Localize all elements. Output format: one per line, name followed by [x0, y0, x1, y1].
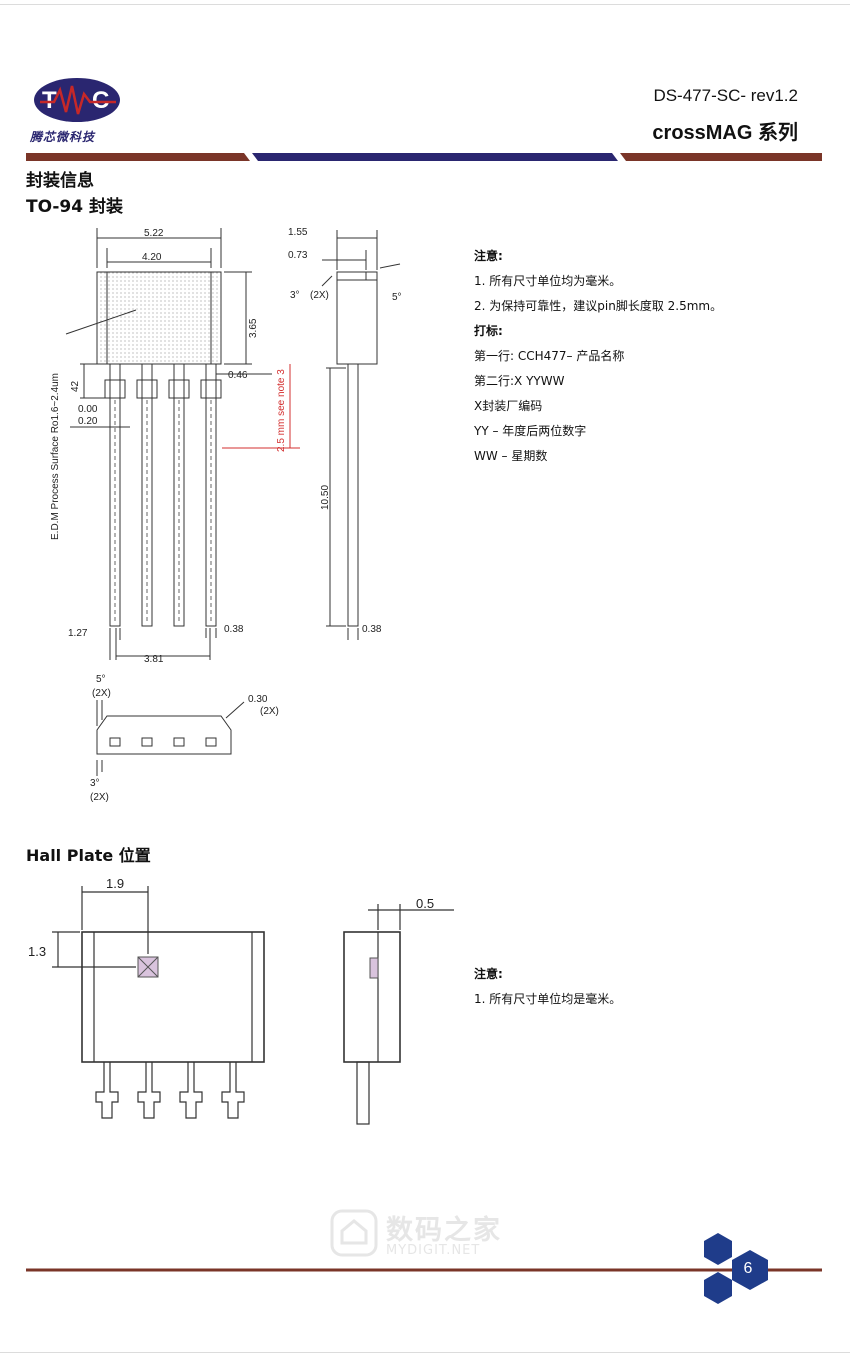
- hall-notes: 注意: 1. 所有尺寸单位均是毫米。: [474, 962, 621, 1012]
- dim-side-t: 0.73: [288, 250, 308, 261]
- dim-hall-x: 1.9: [106, 876, 124, 891]
- section-package-info: 封装信息: [26, 171, 94, 191]
- bottom-border: [0, 1352, 850, 1353]
- dim-pitch: 1.27: [68, 628, 88, 639]
- hall-notes-title: 注意:: [474, 967, 503, 981]
- note-item: 2. 为保持可靠性，建议pin脚长度取 2.5mm。: [474, 299, 723, 313]
- svg-text:T: T: [42, 87, 57, 114]
- section-hall-plate: Hall Plate 位置: [26, 846, 151, 865]
- dim-lead-h: 42: [70, 380, 81, 392]
- dim-000: 0.00: [78, 404, 98, 415]
- dim-lead-t2: 0.38: [362, 624, 382, 635]
- marking-title: 打标:: [474, 324, 503, 338]
- dim-angle-side: 3°: [290, 290, 300, 301]
- notes-title: 注意:: [474, 249, 503, 263]
- watermark-cn: 数码之家: [386, 1215, 502, 1246]
- dim-span: 3.81: [144, 654, 164, 665]
- notes-panel: 注意: 1. 所有尺寸单位均为毫米。 2. 为保持可靠性，建议pin脚长度取 2…: [474, 244, 722, 469]
- footer-graphic: [26, 1233, 822, 1304]
- hall-note-item: 1. 所有尺寸单位均是毫米。: [474, 992, 622, 1006]
- dim-lead-w: 0.46: [228, 370, 248, 381]
- dim-b-angle2b: (2X): [90, 792, 109, 803]
- dim-h-body: 3.65: [248, 318, 259, 338]
- dim-b-angle1b: (2X): [92, 688, 111, 699]
- dim-lead-t1: 0.38: [224, 624, 244, 635]
- marking-line: WW – 星期数: [474, 449, 548, 463]
- dim-020: 0.20: [78, 416, 98, 427]
- watermark: 数码之家 MYDIGIT.NET: [330, 1208, 502, 1258]
- watermark-house-icon: [330, 1209, 378, 1257]
- dim-b-angle1: 5°: [96, 674, 106, 685]
- dim-side-w: 1.55: [288, 227, 308, 238]
- dim-w-inner: 4.20: [142, 252, 162, 263]
- marking-line: 第二行:X YYWW: [474, 374, 565, 388]
- header-rule: [26, 153, 822, 161]
- note-item: 1. 所有尺寸单位均为毫米。: [474, 274, 622, 288]
- company-logo: T C: [34, 78, 120, 122]
- note3-dim: 2.5 mm see note 3: [276, 369, 287, 452]
- marking-line: YY – 年度后两位数字: [474, 424, 587, 438]
- watermark-en: MYDIGIT.NET: [386, 1243, 481, 1258]
- hall-sensor-side-marker: [369, 957, 379, 979]
- section-to94: TO-94 封装: [26, 197, 123, 217]
- top-border: [0, 4, 850, 5]
- svg-text:C: C: [92, 87, 109, 114]
- marking-line: 第一行: CCH477– 产品名称: [474, 349, 625, 363]
- dim-b-angle2: 3°: [90, 778, 100, 789]
- hall-plate-drawing: 1.9 1.3 0.5: [28, 876, 454, 1125]
- edm-note: E.D.M Process Surface Ro1.6~2.4um: [50, 373, 61, 540]
- dim-hall-depth: 0.5: [416, 896, 434, 911]
- marking-line: X封装厂编码: [474, 399, 543, 413]
- logo-text: 腾芯微科技: [30, 130, 96, 144]
- page-number: 6: [743, 1260, 753, 1277]
- doc-id: DS-477-SC- rev1.2: [653, 86, 798, 105]
- dim-hall-y: 1.3: [28, 944, 46, 959]
- dim-angle-right: 5°: [392, 292, 402, 303]
- dim-b-rb: (2X): [260, 706, 279, 717]
- dim-b-r: 0.30: [248, 694, 268, 705]
- series-title: crossMAG 系列: [652, 122, 798, 144]
- dim-lead-len: 10.50: [320, 485, 331, 510]
- dim-w-outer: 5.22: [144, 228, 164, 239]
- dim-angle-side2: (2X): [310, 290, 329, 301]
- to94-drawing: 5.22 4.20 3.65 1.55 0.73 3° (2X) 5° E.D.…: [50, 227, 402, 803]
